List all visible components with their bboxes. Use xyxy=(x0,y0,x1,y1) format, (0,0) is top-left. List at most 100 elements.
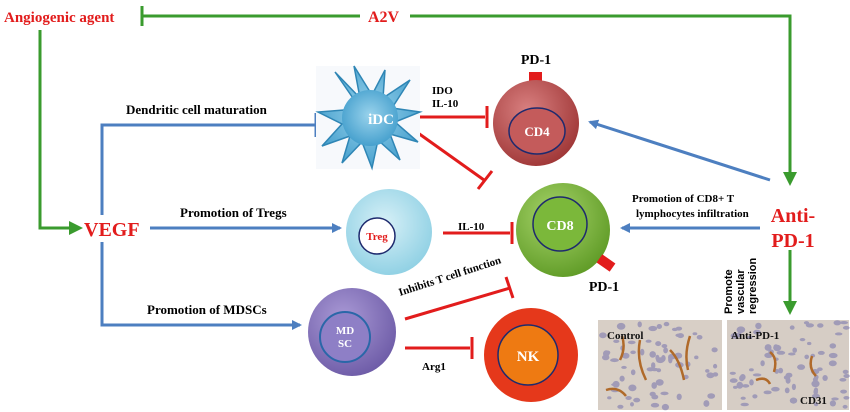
micrograph-nucleus xyxy=(630,402,634,407)
micrograph-nucleus xyxy=(843,374,850,378)
micrograph-nucleus xyxy=(645,339,652,343)
micrograph-nucleus xyxy=(663,347,668,354)
cd8-infiltration-label-line2: lymphocytes infiltration xyxy=(636,208,749,220)
antipd1-cd4-line xyxy=(588,119,771,182)
micrograph-nucleus xyxy=(650,367,659,372)
micrograph-nucleus xyxy=(675,333,683,338)
agent-to-vegf-line xyxy=(38,30,83,235)
micrograph-nucleus xyxy=(760,360,765,367)
micrograph-nucleus xyxy=(776,350,786,355)
micrograph-antipd1: Anti-PD-1 CD31 xyxy=(727,320,850,410)
vegf-dc-line xyxy=(100,123,315,215)
antipd1-label-line1: Anti- xyxy=(771,205,815,227)
micrograph-nucleus xyxy=(711,347,718,353)
micrograph-nucleus xyxy=(610,358,619,363)
cd8-pd1-receptor xyxy=(596,254,616,272)
micrograph-nucleus xyxy=(733,385,738,389)
cd8-cell: CD8 PD-1 xyxy=(516,183,619,295)
vegf-mdsc-line xyxy=(100,242,302,330)
micrograph-antipd1-bg xyxy=(727,320,849,410)
micrograph-control-vessels xyxy=(605,335,692,397)
micrograph-nucleus xyxy=(828,360,837,367)
micrograph-nucleus xyxy=(834,332,843,336)
cd8-label: CD8 xyxy=(546,219,573,234)
micrograph-nucleus xyxy=(729,371,736,375)
micrograph-nucleus xyxy=(656,324,662,329)
mdsc-label-line1: MD xyxy=(336,325,354,337)
micrograph-nucleus xyxy=(650,402,660,408)
micrograph-nucleus xyxy=(655,379,664,386)
micrograph-nucleus xyxy=(617,404,624,409)
micrograph-nucleus xyxy=(752,373,762,377)
micrograph-nucleus xyxy=(607,396,612,400)
micrograph-control-cells xyxy=(599,321,719,411)
mdsc-cell: MD SC xyxy=(308,288,396,376)
vegf-label: VEGF xyxy=(84,219,140,241)
micrograph-nucleus xyxy=(749,379,754,386)
micrograph-nucleus xyxy=(730,332,740,339)
micrograph-nucleus xyxy=(755,322,762,330)
micrograph-nucleus xyxy=(618,323,623,327)
blue-connectors xyxy=(100,113,771,330)
treg-label: Treg xyxy=(366,231,388,243)
micrograph-nucleus xyxy=(789,325,795,330)
micrograph-antipd1-cells xyxy=(729,320,850,409)
idc-body xyxy=(342,90,398,146)
treg-cell: Treg xyxy=(346,189,432,275)
micrograph-nucleus xyxy=(792,347,797,353)
micrograph-nucleus xyxy=(627,340,636,345)
micrograph-nucleus xyxy=(621,365,627,369)
micrograph-nucleus xyxy=(807,341,812,346)
micrograph-nucleus xyxy=(740,396,746,400)
micrograph-control: Control xyxy=(598,320,722,411)
mdsc-cd8-bar xyxy=(504,276,515,299)
micrograph-nucleus xyxy=(633,397,641,403)
cd4-nucleus xyxy=(508,107,566,155)
micrograph-nucleus xyxy=(736,381,744,389)
micrograph-nucleus xyxy=(842,369,849,374)
micrograph-nucleus xyxy=(671,327,678,332)
micrograph-nucleus xyxy=(742,384,750,388)
micrograph-nucleus xyxy=(813,387,819,393)
micrograph-nucleus xyxy=(833,320,842,326)
mdsc-cd8-line xyxy=(404,286,511,321)
micrograph-nucleus xyxy=(839,321,849,325)
micrograph-nucleus xyxy=(831,397,839,401)
micrograph-nucleus xyxy=(829,400,837,407)
cd4-label: CD4 xyxy=(524,124,550,139)
micrograph-nucleus xyxy=(749,368,754,372)
il10-mid-label: IL-10 xyxy=(458,221,485,233)
micrograph-nucleus xyxy=(651,362,656,369)
micrograph-nucleus xyxy=(822,375,828,381)
vascular-line3-text: regression xyxy=(747,257,759,314)
micrograph-nucleus xyxy=(784,387,790,394)
cd4-cell: CD4 PD-1 xyxy=(493,53,579,166)
micrograph-nucleus xyxy=(842,404,848,409)
micrograph-nucleus xyxy=(811,380,820,388)
ido-label: IDO xyxy=(432,85,453,97)
micrograph-cd31-label: CD31 xyxy=(800,395,827,407)
nk-cell: NK xyxy=(484,308,578,402)
pd1-top-label: PD-1 xyxy=(521,53,551,68)
a2v-to-antipd1-line xyxy=(410,14,797,186)
micrograph-nucleus xyxy=(817,350,825,355)
micrograph-nucleus xyxy=(640,348,645,356)
micrograph-nucleus xyxy=(804,354,809,360)
micrograph-nucleus xyxy=(625,396,632,400)
micrograph-nucleus xyxy=(805,323,815,328)
micrograph-nucleus xyxy=(747,335,753,339)
micrograph-nucleus xyxy=(729,378,738,383)
green-connectors xyxy=(38,6,797,315)
il10-top-label: IL-10 xyxy=(432,98,459,110)
pd1-right-label: PD-1 xyxy=(589,280,619,295)
mdscs-label: Promotion of MDSCs xyxy=(147,302,267,317)
micrograph-nucleus xyxy=(637,321,642,328)
micrograph-nucleus xyxy=(842,325,850,330)
mdsc-nucleus xyxy=(319,311,371,363)
micrograph-nucleus xyxy=(599,332,607,339)
vascular-regression-text: Promote vascular regression xyxy=(723,252,790,314)
micrograph-nucleus xyxy=(789,397,798,404)
micrograph-nucleus xyxy=(696,335,703,340)
